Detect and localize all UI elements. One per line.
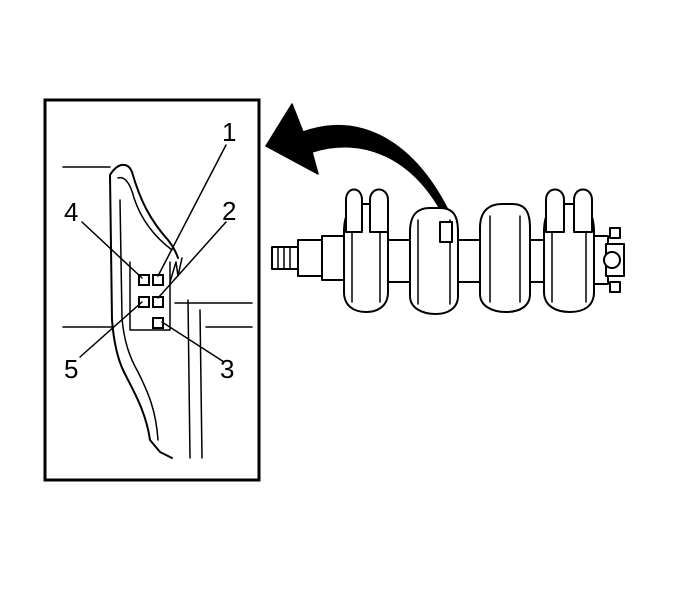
inset-casting-right-edge [187, 299, 203, 459]
crank-nose [271, 235, 351, 281]
mark-square-4 [138, 274, 150, 286]
leader-line-5 [79, 301, 143, 358]
mark-square-5 [138, 296, 150, 308]
journal-1 [387, 239, 411, 283]
inset-casting-notch [129, 261, 171, 331]
leader-line-1 [157, 144, 227, 277]
inset-casting-inner [117, 176, 173, 251]
leader-line-3 [161, 321, 225, 363]
mark-square-3 [152, 317, 164, 329]
callout-3: 3 [220, 354, 234, 384]
crankshaft [271, 188, 625, 315]
callout-5: 5 [64, 354, 78, 384]
inset-frame [43, 98, 261, 482]
inset-casting-left-edge [109, 174, 151, 441]
leader-line-2 [157, 221, 227, 299]
mark-pad [138, 257, 183, 329]
detail-inset: 1 2 3 4 5 [43, 98, 261, 482]
leader-line-4 [81, 221, 143, 279]
callout-4: 4 [64, 197, 78, 227]
journal-2 [457, 239, 481, 283]
counterweight-3 [479, 203, 531, 313]
crank-flange [593, 227, 625, 293]
counterweight-1 [343, 188, 389, 313]
counterweight-2 [409, 207, 459, 315]
mark-flash [169, 257, 183, 283]
inset-casting-bottom [149, 439, 173, 459]
inset-casting-outer [109, 163, 179, 259]
callout-1: 1 [222, 117, 236, 147]
counterweight-4 [543, 188, 595, 313]
callout-2: 2 [222, 196, 236, 226]
inset-casting-left-inner [119, 199, 159, 441]
